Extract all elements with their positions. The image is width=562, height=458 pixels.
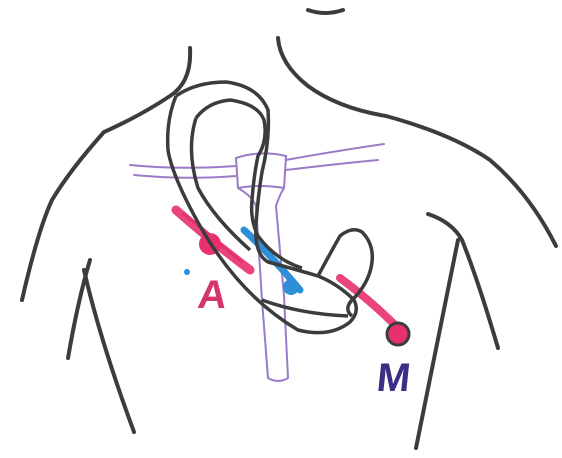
right-shoulder-outline	[278, 38, 556, 246]
label-a: A	[196, 275, 229, 315]
left-clavicle	[130, 165, 236, 178]
blue-dot-small	[184, 269, 190, 275]
blue-point-marker	[283, 279, 299, 295]
left-arm-inner-outline	[84, 270, 134, 432]
right-clavicle	[286, 144, 384, 170]
chin-outline	[308, 10, 343, 13]
right-arm-inner-outline	[416, 240, 458, 448]
left-shoulder-outline	[22, 48, 190, 300]
sternum-body	[238, 188, 288, 381]
descending-vessel	[318, 230, 372, 316]
label-m: M	[375, 358, 413, 398]
point-m-marker	[387, 323, 409, 345]
